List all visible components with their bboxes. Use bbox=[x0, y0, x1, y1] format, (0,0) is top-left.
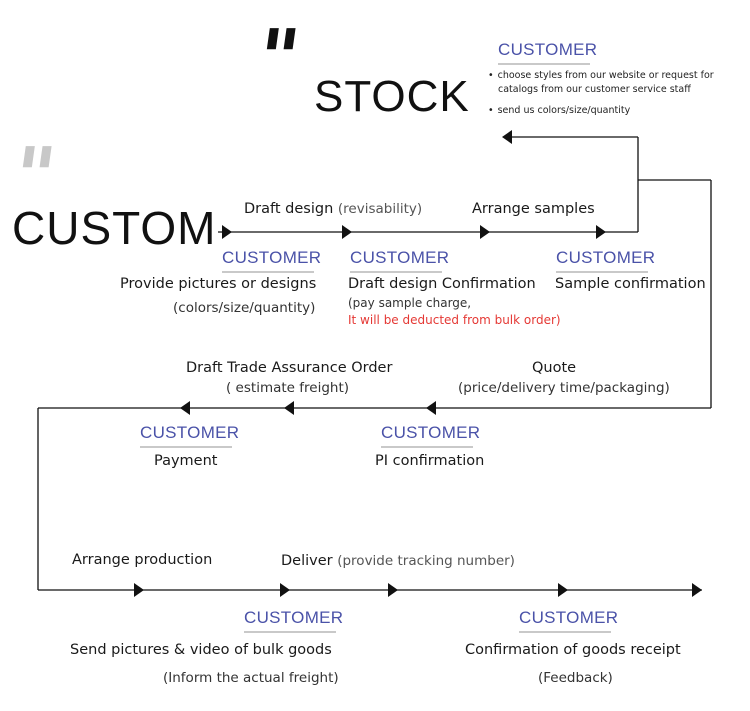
row1-arrow-1 bbox=[222, 225, 232, 239]
row3-customer-2-label: CUSTOMER bbox=[519, 608, 619, 627]
row3-step-arrange-production: Arrange production bbox=[72, 552, 213, 568]
row3-customer-2-underline bbox=[519, 631, 611, 633]
stock-bullet-1: choose styles from our website or reques… bbox=[488, 70, 714, 81]
row2-step-draft-order-note: ( estimate freight) bbox=[226, 380, 350, 396]
row1-customer-3-line1: Sample confirmation bbox=[555, 276, 706, 292]
row3-customer-1-underline bbox=[244, 631, 336, 633]
stock-title: STOCK bbox=[314, 72, 470, 121]
row1-customer-2-line2: (pay sample charge, bbox=[348, 296, 472, 310]
row2-customer-2-line1: PI confirmation bbox=[375, 453, 485, 469]
row3-arrow-4 bbox=[558, 583, 568, 597]
row3-customer-2-line2: (Feedback) bbox=[538, 670, 613, 686]
stock-customer-label: CUSTOMER bbox=[498, 40, 598, 59]
row1-arrow-3 bbox=[480, 225, 490, 239]
stock-bullet-2: send us colors/size/quantity bbox=[488, 105, 630, 116]
row2-customer-2-label: CUSTOMER bbox=[381, 423, 481, 442]
row2-arrow-3 bbox=[180, 401, 190, 415]
row1-customer-1-underline bbox=[222, 271, 314, 273]
row1-step-draft-design: Draft design (revisability) bbox=[244, 201, 423, 217]
stock-arrow bbox=[502, 130, 512, 144]
row3-arrow-2 bbox=[280, 583, 290, 597]
stock-bullet-1-cont: catalogs from our customer service staff bbox=[498, 84, 691, 95]
row1-arrow-4 bbox=[596, 225, 606, 239]
row1-step-arrange-samples: Arrange samples bbox=[472, 201, 595, 217]
row2-customer-2-underline bbox=[381, 446, 473, 448]
row3-step-deliver: Deliver (provide tracking number) bbox=[281, 553, 515, 569]
row1-customer-1-line1: Provide pictures or designs bbox=[120, 276, 317, 292]
row3-customer-1-label: CUSTOMER bbox=[244, 608, 344, 627]
row1-customer-2-underline bbox=[350, 271, 442, 273]
row1-customer-2-label: CUSTOMER bbox=[350, 248, 450, 267]
row1-customer-2-line3: It will be deducted from bulk order) bbox=[348, 313, 561, 327]
row2-arrow-1 bbox=[426, 401, 436, 415]
row1-customer-3-label: CUSTOMER bbox=[556, 248, 656, 267]
row1-customer-1-line2: (colors/size/quantity) bbox=[173, 300, 316, 316]
row1-arrow-2 bbox=[342, 225, 352, 239]
row2-step-quote-note: (price/delivery time/packaging) bbox=[458, 380, 670, 396]
row3-customer-1-line2: (Inform the actual freight) bbox=[163, 670, 339, 686]
row2-step-quote: Quote bbox=[532, 360, 577, 376]
row2-customer-1-line1: Payment bbox=[154, 453, 218, 469]
row2-step-draft-order: Draft Trade Assurance Order bbox=[186, 360, 393, 376]
row2-customer-1-label: CUSTOMER bbox=[140, 423, 240, 442]
row1-customer-2-line1: Draft design Confirmation bbox=[348, 276, 536, 292]
custom-title: CUSTOM bbox=[12, 202, 217, 254]
row3-arrow-5 bbox=[692, 583, 702, 597]
row1-customer-1-label: CUSTOMER bbox=[222, 248, 322, 267]
stock-customer-underline bbox=[498, 63, 590, 65]
row3-arrow-1 bbox=[134, 583, 144, 597]
row3-arrow-3 bbox=[388, 583, 398, 597]
row1-customer-3-underline bbox=[556, 271, 648, 273]
row2-customer-1-underline bbox=[140, 446, 232, 448]
row2-arrow-2 bbox=[284, 401, 294, 415]
row3-customer-2-line1: Confirmation of goods receipt bbox=[465, 642, 681, 658]
row3-customer-1-line1: Send pictures & video of bulk goods bbox=[70, 642, 332, 658]
